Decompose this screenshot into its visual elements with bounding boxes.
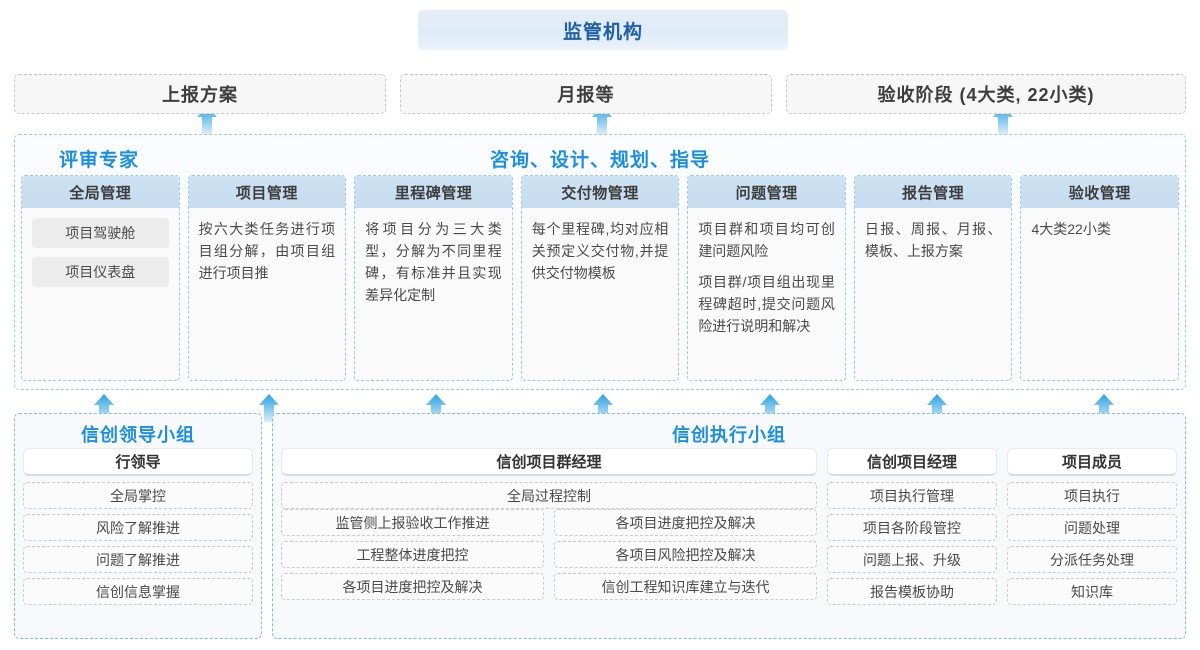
card-body: 将项目分为三大类型，分解为不同里程碑，有标准并且实现差异化定制 — [355, 208, 512, 380]
role-project-member[interactable]: 项目成员 — [1007, 448, 1177, 476]
platform-capability-band: 评审专家 咨询、设计、规划、指导 全局管理 项目驾驶舱 项目仪表盘 项目管理 按… — [14, 134, 1186, 390]
card-title: 里程碑管理 — [355, 176, 512, 208]
task-item[interactable]: 全局掌控 — [23, 482, 253, 509]
card-paragraph: 每个里程碑,均对应相关预定义交付物,并提供交付物模板 — [531, 221, 669, 281]
group-title: 信创执行小组 — [672, 425, 786, 445]
task-item[interactable]: 项目执行 — [1007, 482, 1177, 509]
chip-item[interactable]: 项目驾驶舱 — [32, 218, 169, 248]
card-title: 项目管理 — [188, 176, 346, 208]
role-bank-leader[interactable]: 行领导 — [23, 448, 253, 476]
program-manager-task-columns: 监管侧上报验收工作推进 工程整体进度把控 各项目进度把控及解决 各项目进度把控及… — [281, 509, 817, 600]
column-program-manager: 信创项目群经理 全局过程控制 监管侧上报验收工作推进 工程整体进度把控 各项目进… — [281, 448, 817, 605]
card-project-management[interactable]: 项目管理 按六大类任务进行项目组分解，由项目组进行项目推 — [187, 175, 347, 381]
task-item[interactable]: 问题了解推进 — [23, 546, 253, 573]
review-experts-label: 评审专家 — [59, 150, 140, 171]
card-paragraph: 项目群/项目组出现里程碑超时,提交问题风险进行说明和解决 — [698, 274, 835, 334]
mid-band-header: 评审专家 咨询、设计、规划、指导 — [21, 141, 1179, 175]
card-body: 每个里程碑,均对应相关预定义交付物,并提供交付物模板 — [522, 208, 679, 380]
card-body: 项目驾驶舱 项目仪表盘 — [22, 208, 179, 380]
card-paragraph: 4大类22小类 — [1031, 221, 1111, 237]
role-project-manager[interactable]: 信创项目经理 — [827, 448, 997, 476]
card-report-management[interactable]: 报告管理 日报、周报、月报、模板、上报方案 — [853, 175, 1013, 381]
pm-right-tasks: 各项目进度把控及解决 各项目风险把控及解决 信创工程知识库建立与迭代 — [554, 509, 817, 600]
task-item[interactable]: 分派任务处理 — [1007, 546, 1177, 573]
organization-groups-row: 信创领导小组 行领导 全局掌控 风险了解推进 问题了解推进 信创信息掌握 信创执… — [14, 413, 1186, 639]
card-deliverable-management[interactable]: 交付物管理 每个里程碑,均对应相关预定义交付物,并提供交付物模板 — [520, 175, 680, 381]
task-item[interactable]: 信创信息掌握 — [23, 578, 253, 605]
execution-columns: 信创项目群经理 全局过程控制 监管侧上报验收工作推进 工程整体进度把控 各项目进… — [281, 448, 1177, 605]
task-item[interactable]: 各项目进度把控及解决 — [554, 509, 817, 536]
card-body: 按六大类任务进行项目组分解，由项目组进行项目推 — [189, 208, 346, 380]
group-title: 信创领导小组 — [81, 425, 195, 445]
card-body: 项目群和项目均可创建问题风险 项目群/项目组出现里程碑超时,提交问题风险进行说明… — [688, 208, 845, 380]
deliverable-boxes-row: 上报方案 月报等 验收阶段 (4大类, 22小类) — [14, 74, 1186, 114]
group-execution: 信创执行小组 信创项目群经理 全局过程控制 监管侧上报验收工作推进 工程整体进度… — [272, 413, 1186, 639]
card-paragraph: 项目群和项目均可创建问题风险 — [698, 221, 835, 259]
group-leadership: 信创领导小组 行领导 全局掌控 风险了解推进 问题了解推进 信创信息掌握 — [14, 413, 262, 639]
column-project-manager: 信创项目经理 项目执行管理 项目各阶段管控 问题上报、升级 报告模板协助 — [827, 448, 997, 605]
pm-left-tasks: 监管侧上报验收工作推进 工程整体进度把控 各项目进度把控及解决 — [281, 509, 544, 600]
role-program-manager[interactable]: 信创项目群经理 — [281, 448, 817, 476]
task-item[interactable]: 风险了解推进 — [23, 514, 253, 541]
task-item[interactable]: 项目执行管理 — [827, 482, 997, 509]
top-box-monthly-report[interactable]: 月报等 — [400, 74, 772, 114]
task-item[interactable]: 全局过程控制 — [281, 482, 817, 509]
top-box-acceptance-stage[interactable]: 验收阶段 (4大类, 22小类) — [786, 74, 1186, 114]
card-title: 报告管理 — [854, 176, 1012, 208]
task-item[interactable]: 项目各阶段管控 — [827, 514, 997, 541]
task-item[interactable]: 信创工程知识库建立与迭代 — [554, 573, 817, 600]
card-title: 验收管理 — [1021, 176, 1179, 208]
task-item[interactable]: 知识库 — [1007, 578, 1177, 605]
card-paragraph: 将项目分为三大类型，分解为不同里程碑，有标准并且实现差异化定制 — [365, 221, 502, 303]
task-item[interactable]: 监管侧上报验收工作推进 — [281, 509, 544, 536]
card-paragraph: 日报、周报、月报、模板、上报方案 — [864, 221, 1002, 259]
card-body: 日报、周报、月报、模板、上报方案 — [855, 208, 1012, 380]
card-title: 问题管理 — [688, 176, 845, 208]
task-item[interactable]: 问题上报、升级 — [827, 546, 997, 573]
consulting-label: 咨询、设计、规划、指导 — [489, 150, 710, 171]
column-project-member: 项目成员 项目执行 问题处理 分派任务处理 知识库 — [1007, 448, 1177, 605]
card-issue-management[interactable]: 问题管理 项目群和项目均可创建问题风险 项目群/项目组出现里程碑超时,提交问题风… — [687, 175, 846, 381]
card-global-management[interactable]: 全局管理 项目驾驶舱 项目仪表盘 — [21, 175, 180, 381]
card-milestone-management[interactable]: 里程碑管理 将项目分为三大类型，分解为不同里程碑，有标准并且实现差异化定制 — [354, 175, 513, 381]
program-manager-global-task: 全局过程控制 — [281, 482, 817, 509]
task-item[interactable]: 报告模板协助 — [827, 578, 997, 605]
card-acceptance-management[interactable]: 验收管理 4大类22小类 — [1020, 175, 1180, 381]
task-item[interactable]: 各项目进度把控及解决 — [281, 573, 544, 600]
card-title: 交付物管理 — [521, 176, 679, 208]
regulator-box: 监管机构 — [418, 10, 788, 50]
task-item[interactable]: 工程整体进度把控 — [281, 541, 544, 568]
capability-cards: 全局管理 项目驾驶舱 项目仪表盘 项目管理 按六大类任务进行项目组分解，由项目组… — [21, 175, 1180, 381]
card-title: 全局管理 — [22, 176, 179, 208]
top-box-report-plan[interactable]: 上报方案 — [14, 74, 386, 114]
card-body: 4大类22小类 — [1021, 208, 1178, 380]
task-item[interactable]: 问题处理 — [1007, 514, 1177, 541]
chip-item[interactable]: 项目仪表盘 — [32, 257, 169, 287]
task-item[interactable]: 各项目风险把控及解决 — [554, 541, 817, 568]
card-paragraph: 按六大类任务进行项目组分解，由项目组进行项目推 — [198, 221, 336, 281]
